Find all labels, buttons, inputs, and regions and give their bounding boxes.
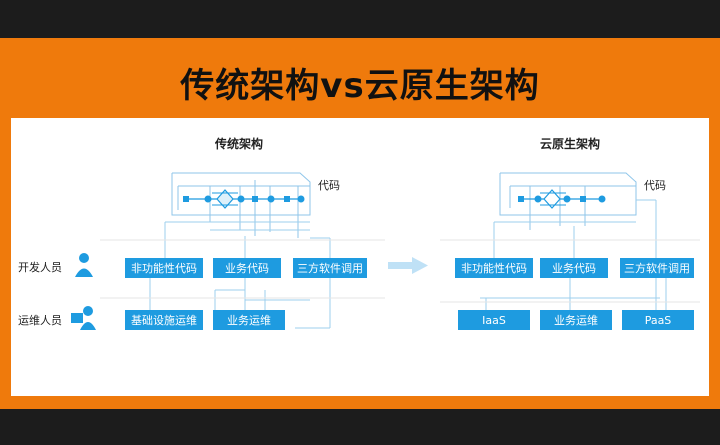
left-box-business-code: 业务代码: [213, 258, 281, 278]
right-box-iaas: IaaS: [458, 310, 530, 330]
left-box-nonfunctional: 非功能性代码: [125, 258, 203, 278]
right-box-business-code: 业务代码: [540, 258, 608, 278]
top-band: [0, 0, 720, 38]
left-flowchart: [183, 189, 305, 209]
left-box-business-ops-label: 业务运维: [227, 314, 271, 327]
right-box-business-ops: 业务运维: [540, 310, 612, 330]
left-box-business-code-label: 业务代码: [225, 262, 269, 275]
right-code-label: 代码: [644, 179, 666, 192]
right-box-third-party: 三方软件调用: [620, 258, 694, 278]
right-box-iaas-label: IaaS: [482, 314, 506, 327]
left-box-infra-ops-label: 基础设施运维: [131, 314, 197, 327]
right-box-third-party-label: 三方软件调用: [624, 261, 690, 275]
right-box-business-code-label: 业务代码: [552, 262, 596, 275]
right-box-paas: PaaS: [622, 310, 694, 330]
transition-arrow-icon: [388, 257, 428, 274]
left-dividers: [100, 239, 385, 299]
bottom-band: [0, 409, 720, 445]
right-box-nonfunctional-label: 非功能性代码: [461, 261, 527, 275]
left-heading: 传统架构: [214, 136, 263, 151]
right-box-business-ops-label: 业务运维: [554, 314, 598, 327]
left-box-nonfunctional-label: 非功能性代码: [131, 261, 197, 275]
developer-icon: [75, 253, 93, 277]
diagram-panel: [11, 118, 709, 396]
left-box-business-ops: 业务运维: [213, 310, 285, 330]
right-dividers: [440, 239, 700, 303]
left-box-infra-ops: 基础设施运维: [125, 310, 203, 330]
role-dev-label: 开发人员: [18, 260, 62, 274]
left-box-third-party: 三方软件调用: [293, 258, 367, 278]
left-code-label: 代码: [318, 179, 340, 192]
left-code-region: [171, 172, 311, 238]
operator-icon: [71, 306, 96, 330]
right-flowchart: [518, 189, 606, 209]
left-connectors: [149, 221, 331, 329]
right-connectors: [480, 199, 667, 310]
right-box-paas-label: PaaS: [645, 314, 672, 327]
role-ops-label: 运维人员: [18, 314, 62, 327]
right-heading: 云原生架构: [540, 136, 600, 151]
right-box-nonfunctional: 非功能性代码: [455, 258, 533, 278]
slide-title: 传统架构vs云原生架构: [180, 66, 540, 106]
left-box-third-party-label: 三方软件调用: [297, 261, 363, 275]
